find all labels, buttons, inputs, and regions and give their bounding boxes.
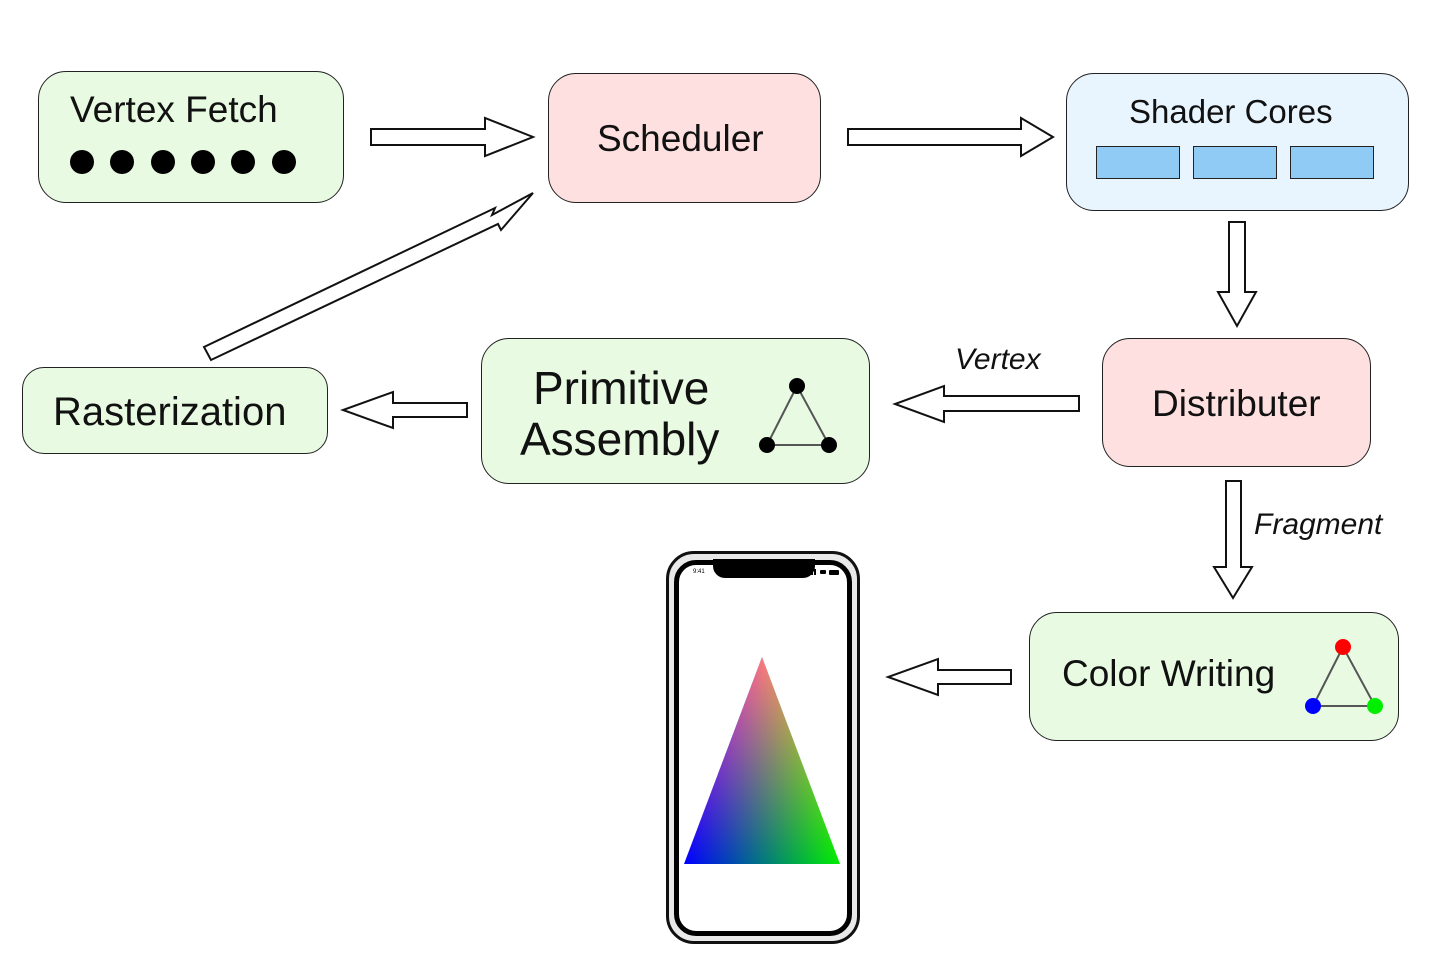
arrow-color-to-phone [885, 657, 1012, 697]
distributer-node [1102, 338, 1371, 467]
distributer-label: Distributer [1152, 383, 1321, 424]
phone-notch [713, 559, 815, 578]
arrow-shader-to-distributer [1216, 221, 1258, 329]
shader-core [1290, 146, 1374, 179]
vertex-dot [191, 150, 215, 174]
vertex-edge-label: Vertex [955, 343, 1041, 376]
arrow-distributer-to-primitive [892, 384, 1080, 424]
vertex-fetch-node [38, 71, 344, 203]
color-writing-label: Color Writing [1062, 653, 1276, 694]
arrow-rasterization-to-scheduler [202, 192, 534, 362]
shader-core [1096, 146, 1180, 179]
arrow-scheduler-to-shader [847, 116, 1055, 158]
primitive-assembly-node [481, 338, 870, 484]
vertex-dot [70, 150, 94, 174]
rasterization-node [22, 367, 328, 454]
color-writing-node [1029, 612, 1399, 741]
fragment-edge-label: Fragment [1254, 508, 1383, 541]
phone-time: 9:41 [693, 569, 705, 575]
vertex-dot [110, 150, 134, 174]
vertex-dot [272, 150, 296, 174]
scheduler-node [548, 73, 821, 203]
shader-cores-node [1066, 73, 1409, 211]
rasterization-label: Rasterization [53, 390, 287, 434]
shader-cores-label: Shader Cores [1129, 93, 1333, 130]
primitive-label-line1: Primitive [533, 362, 710, 414]
arrow-fetch-to-scheduler [370, 116, 536, 158]
arrow-distributer-to-color [1212, 480, 1254, 600]
shader-core [1193, 146, 1277, 179]
vertex-fetch-label: Vertex Fetch [70, 89, 278, 130]
arrow-primitive-to-rasterization [340, 390, 468, 430]
primitive-label-line2: Assembly [520, 413, 720, 465]
vertex-dot [151, 150, 175, 174]
scheduler-label: Scheduler [597, 118, 764, 159]
vertex-dot [231, 150, 255, 174]
